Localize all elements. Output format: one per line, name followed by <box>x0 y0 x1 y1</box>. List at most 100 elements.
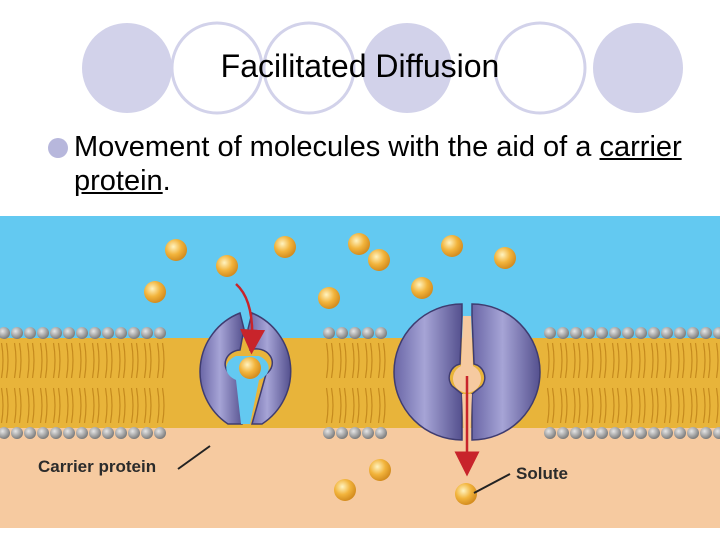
lipid-tail <box>624 387 628 424</box>
lipid-tail <box>117 387 121 424</box>
lipid-head <box>622 427 634 439</box>
lipid-head <box>375 427 387 439</box>
lipid-head <box>557 327 569 339</box>
lipid-head <box>661 327 673 339</box>
lipid-head <box>128 427 140 439</box>
lipid-tail <box>0 387 4 424</box>
solute-molecule <box>411 277 433 299</box>
lipid-tail <box>585 387 589 424</box>
lipid-head <box>648 327 660 339</box>
lipid-tails <box>0 342 719 424</box>
lipid-head <box>323 427 335 439</box>
lipid-head <box>622 327 634 339</box>
lipid-tail <box>96 387 100 424</box>
lipid-tail <box>143 342 147 379</box>
cytoplasm <box>0 428 720 528</box>
lipid-tail <box>83 387 87 424</box>
solute-molecule <box>216 255 238 277</box>
lipid-tail <box>91 342 95 379</box>
lipid-head <box>375 327 387 339</box>
lipid-tail <box>18 342 22 379</box>
lipid-head <box>557 427 569 439</box>
lipid-head <box>50 327 62 339</box>
lipid-tail <box>655 342 659 379</box>
lipid-tail <box>325 387 329 424</box>
bullet-text: Movement of molecules with the aid of a … <box>48 130 688 198</box>
lipid-tail <box>52 342 56 379</box>
lipid-head <box>596 427 608 439</box>
lipid-tail <box>351 342 355 379</box>
lipid-head <box>0 427 10 439</box>
lipid-tail <box>44 342 48 379</box>
decorative-circles <box>82 21 683 115</box>
lipid-tail <box>603 342 607 379</box>
lipid-tail <box>369 387 373 424</box>
entry-arrow <box>235 283 266 355</box>
lipid-tail <box>681 387 685 424</box>
lipid-head <box>154 327 166 339</box>
carrier-protein-link[interactable]: carrier protein <box>74 131 682 197</box>
lipid-tail <box>70 387 74 424</box>
lipid-tail <box>148 342 152 379</box>
lipid-tail <box>577 342 581 379</box>
lipid-tail <box>694 342 698 379</box>
lipid-tail <box>26 387 30 424</box>
solute-molecules <box>144 233 516 505</box>
lipid-tail <box>702 387 706 424</box>
lipid-tail <box>663 342 667 379</box>
lipid-head <box>128 327 140 339</box>
lipid-tail <box>57 342 61 379</box>
lipid-head <box>544 427 556 439</box>
lipid-tail <box>39 342 43 379</box>
lipid-head <box>24 427 36 439</box>
lipid-tail <box>681 342 685 379</box>
lipid-head <box>349 427 361 439</box>
lipid-head <box>583 327 595 339</box>
lipid-tail <box>156 342 160 379</box>
lipid-head <box>336 327 348 339</box>
lipid-head <box>674 427 686 439</box>
lipid-tail <box>0 342 4 379</box>
lipid-tail <box>135 387 139 424</box>
lipid-tail <box>356 387 360 424</box>
lipid-head <box>648 427 660 439</box>
lipid-tail <box>598 342 602 379</box>
lipid-tail <box>5 387 9 424</box>
membrane-tails <box>0 338 720 428</box>
lipid-head <box>89 427 101 439</box>
solute-molecule <box>368 249 390 271</box>
lipid-tail <box>364 387 368 424</box>
lipid-tail <box>78 342 82 379</box>
lipid-tail <box>551 387 555 424</box>
lipid-head <box>349 327 361 339</box>
lipid-tail <box>83 342 87 379</box>
lipid-head <box>570 427 582 439</box>
lipid-tail <box>338 342 342 379</box>
lipid-tail <box>603 387 607 424</box>
lipid-tail <box>637 387 641 424</box>
solute-molecule <box>239 357 261 379</box>
lipid-head <box>336 427 348 439</box>
lipid-tail <box>689 387 693 424</box>
lipid-tail <box>616 387 620 424</box>
lipid-head <box>596 327 608 339</box>
lipid-tail <box>156 387 160 424</box>
bullet-text-prefix: Movement of molecules with the aid of a <box>74 131 592 163</box>
carrier-label-line <box>177 445 211 470</box>
lipid-tail <box>96 342 100 379</box>
lipid-tail <box>572 342 576 379</box>
lipid-tail <box>351 387 355 424</box>
carrier-protein-open-in <box>393 303 541 441</box>
lipid-head <box>609 327 621 339</box>
slide-title: Facilitated Diffusion <box>220 48 500 84</box>
lipid-tail <box>57 387 61 424</box>
lipid-tail <box>65 342 69 379</box>
solute-molecule <box>369 459 391 481</box>
lipid-head <box>63 327 75 339</box>
lipid-head <box>570 327 582 339</box>
lipid-head <box>37 427 49 439</box>
lipid-head <box>141 327 153 339</box>
lipid-tail <box>343 342 347 379</box>
facilitated-diffusion-figure: Carrier protein Solute <box>0 216 720 528</box>
lipid-tail <box>382 342 386 379</box>
